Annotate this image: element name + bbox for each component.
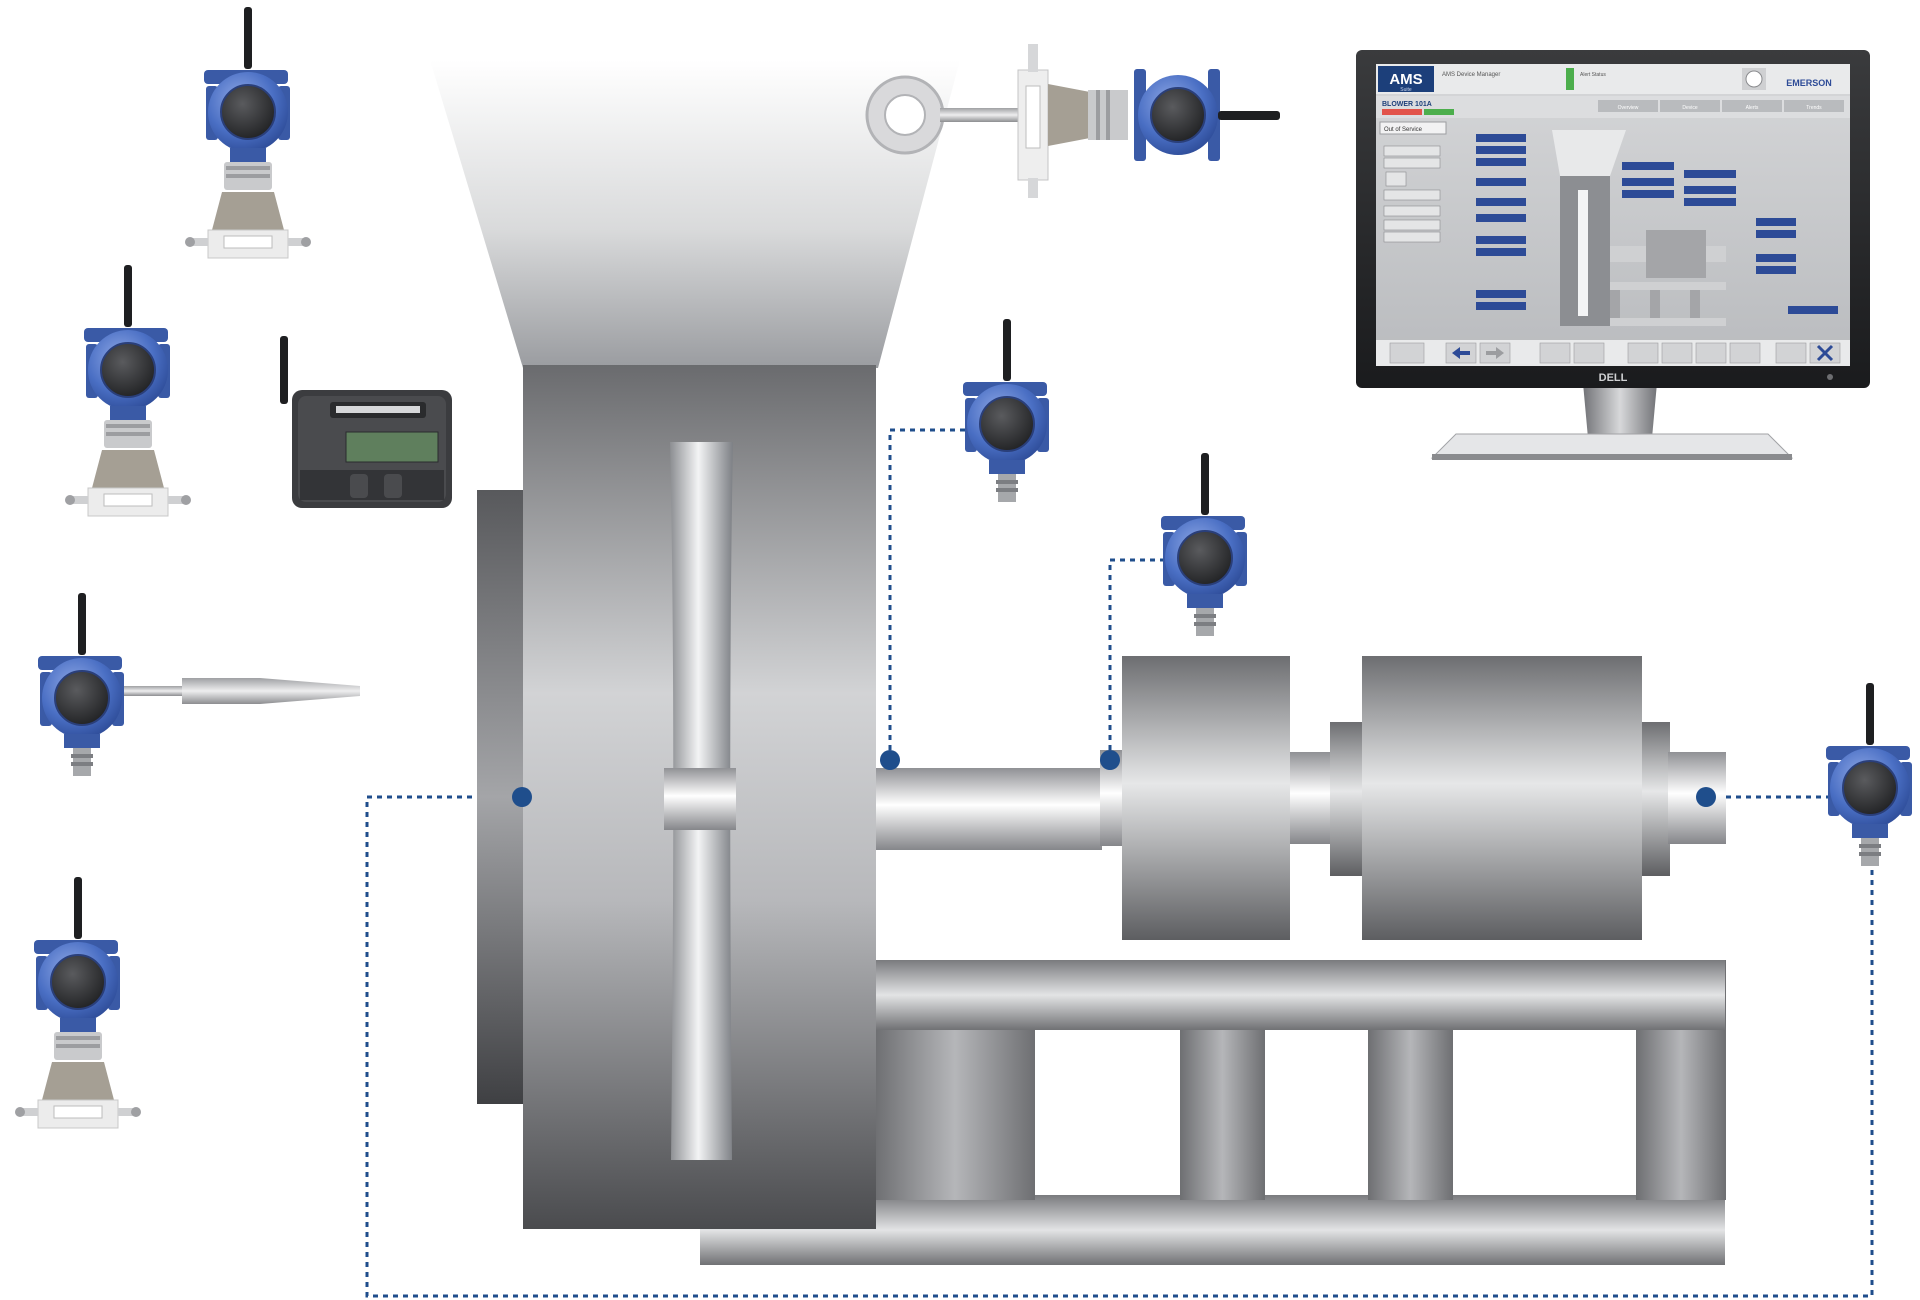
status-label: Out of Service (1384, 127, 1423, 133)
differential-pressure-transmitter-icon[interactable] (185, 7, 311, 258)
vibration-transmitter-icon[interactable] (963, 319, 1049, 502)
right-parameter-fields (1622, 162, 1838, 314)
connection-line-loop (365, 795, 1874, 1298)
fan-blade (664, 442, 736, 1160)
tab-alerts: Alerts (1746, 105, 1759, 111)
emerson-logo: EMERSON (1786, 78, 1832, 88)
parameter-fields (1476, 134, 1526, 310)
tab-device: Device (1682, 105, 1698, 111)
back-arrow-icon[interactable] (1452, 347, 1470, 359)
left-value-fields (1383, 145, 1441, 243)
differential-pressure-transmitter-icon[interactable] (65, 265, 191, 516)
tab-trends: Trends (1806, 105, 1822, 111)
vibration-transmitter-icon[interactable] (1161, 453, 1247, 636)
ams-logo: AMS (1389, 71, 1422, 88)
screen-header-title: AMS Device Manager (1442, 72, 1500, 78)
blower-inlet-hopper (430, 60, 960, 368)
drive-shaft (876, 722, 1726, 876)
workstation-monitor: DELL AMS Suite AMS Device Manager Alert … (1356, 50, 1870, 460)
measurement-point (1696, 787, 1716, 807)
temperature-transmitter-icon[interactable] (38, 593, 360, 776)
base-frame (700, 960, 1726, 1265)
flow-transmitter-icon[interactable] (865, 44, 1280, 198)
monitor-brand-label: DELL (1599, 372, 1628, 384)
bearing-housing (1122, 656, 1290, 940)
screen-tabs[interactable]: Overview Device Alerts Trends (1598, 100, 1844, 112)
connection-line-vib2 (1108, 558, 1177, 760)
measurement-point (880, 750, 900, 770)
forward-arrow-icon[interactable] (1486, 347, 1504, 359)
tab-overview: Overview (1618, 105, 1639, 111)
connection-line-vib1 (888, 428, 980, 760)
screen-toolbar[interactable] (1389, 342, 1841, 364)
measurement-point (1100, 750, 1120, 770)
measurement-points (512, 750, 1716, 807)
close-icon[interactable] (1816, 344, 1834, 362)
vibration-transmitter-icon[interactable] (1826, 683, 1912, 866)
screen-header-status: Alert Status (1580, 72, 1606, 78)
mini-machine-diagram (1552, 130, 1726, 326)
wireless-gateway-icon[interactable] (280, 336, 452, 508)
motor-housing (1362, 656, 1642, 940)
connection-lines (365, 428, 1874, 1298)
differential-pressure-transmitter-icon[interactable] (15, 877, 141, 1128)
measurement-point (512, 787, 532, 807)
asset-name: BLOWER 101A (1382, 101, 1432, 108)
ams-logo-sub: Suite (1400, 87, 1412, 93)
